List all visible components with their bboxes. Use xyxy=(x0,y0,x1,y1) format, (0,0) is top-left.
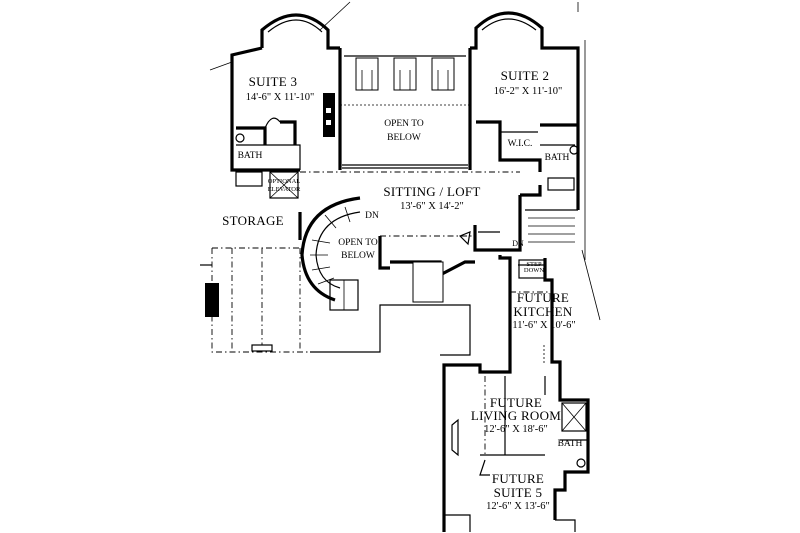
wic-name: W.I.C. xyxy=(508,139,533,149)
future-kitchen-line1: FUTURE xyxy=(517,290,569,305)
future-wing xyxy=(442,255,590,532)
sitting-loft xyxy=(269,168,578,252)
bath-right-name: BATH xyxy=(545,153,570,163)
open-to-below-top xyxy=(338,48,472,170)
roof-lines xyxy=(209,1,601,321)
future-living-line1: FUTURE xyxy=(490,395,542,410)
future-suite5-line1: FUTURE xyxy=(492,471,544,486)
open-to-below-stair-line2: BELOW xyxy=(341,251,375,261)
elevator-line2: ELEVATOR xyxy=(268,186,301,193)
future-living-line2: LIVING ROOM xyxy=(471,408,561,423)
sitting-loft-name: SITTING / LOFT xyxy=(383,184,480,199)
elevator-line1: OPTIONAL xyxy=(268,178,301,185)
suite-3-name: SUITE 3 xyxy=(249,74,298,89)
future-suite5-dim: 12'-6" X 13'-6" xyxy=(486,501,550,512)
open-to-below-stair-line1: OPEN TO xyxy=(338,238,378,248)
future-kitchen-line2: KITCHEN xyxy=(513,304,572,319)
curved-stair xyxy=(300,196,475,311)
sitting-loft-dim: 13'-6" X 14'-2" xyxy=(400,201,464,212)
suite-2-dim: 16'-2" X 11'-10" xyxy=(494,86,563,97)
future-kitchen-dim: 11'-6" X 10'-6" xyxy=(512,320,575,331)
fireplace xyxy=(323,93,335,137)
storage-name: STORAGE xyxy=(222,213,284,228)
suite-2-name: SUITE 2 xyxy=(501,68,550,83)
future-living-dim: 12'-6" X 18'-6" xyxy=(484,424,548,435)
bath-left-name: BATH xyxy=(238,151,263,161)
open-to-below-top-line2: BELOW xyxy=(387,133,421,143)
storage-area xyxy=(200,247,471,356)
open-to-below-top-line1: OPEN TO xyxy=(384,119,424,129)
suite-3-dim: 14'-6" X 11'-10" xyxy=(246,92,315,103)
suite-2-walls xyxy=(470,11,580,210)
suite-3-walls xyxy=(230,13,340,187)
bath-lower-name: BATH xyxy=(558,439,583,449)
step-down-line1: STEP xyxy=(526,261,542,268)
room-labels: SUITE 3 14'-6" X 11'-10" SUITE 2 16'-2" … xyxy=(222,68,582,512)
stair-dn-right: DN xyxy=(512,239,524,248)
step-down-line2: DOWN xyxy=(524,267,545,274)
stair-dn-left: DN xyxy=(365,211,379,221)
future-suite5-line2: SUITE 5 xyxy=(494,485,543,500)
